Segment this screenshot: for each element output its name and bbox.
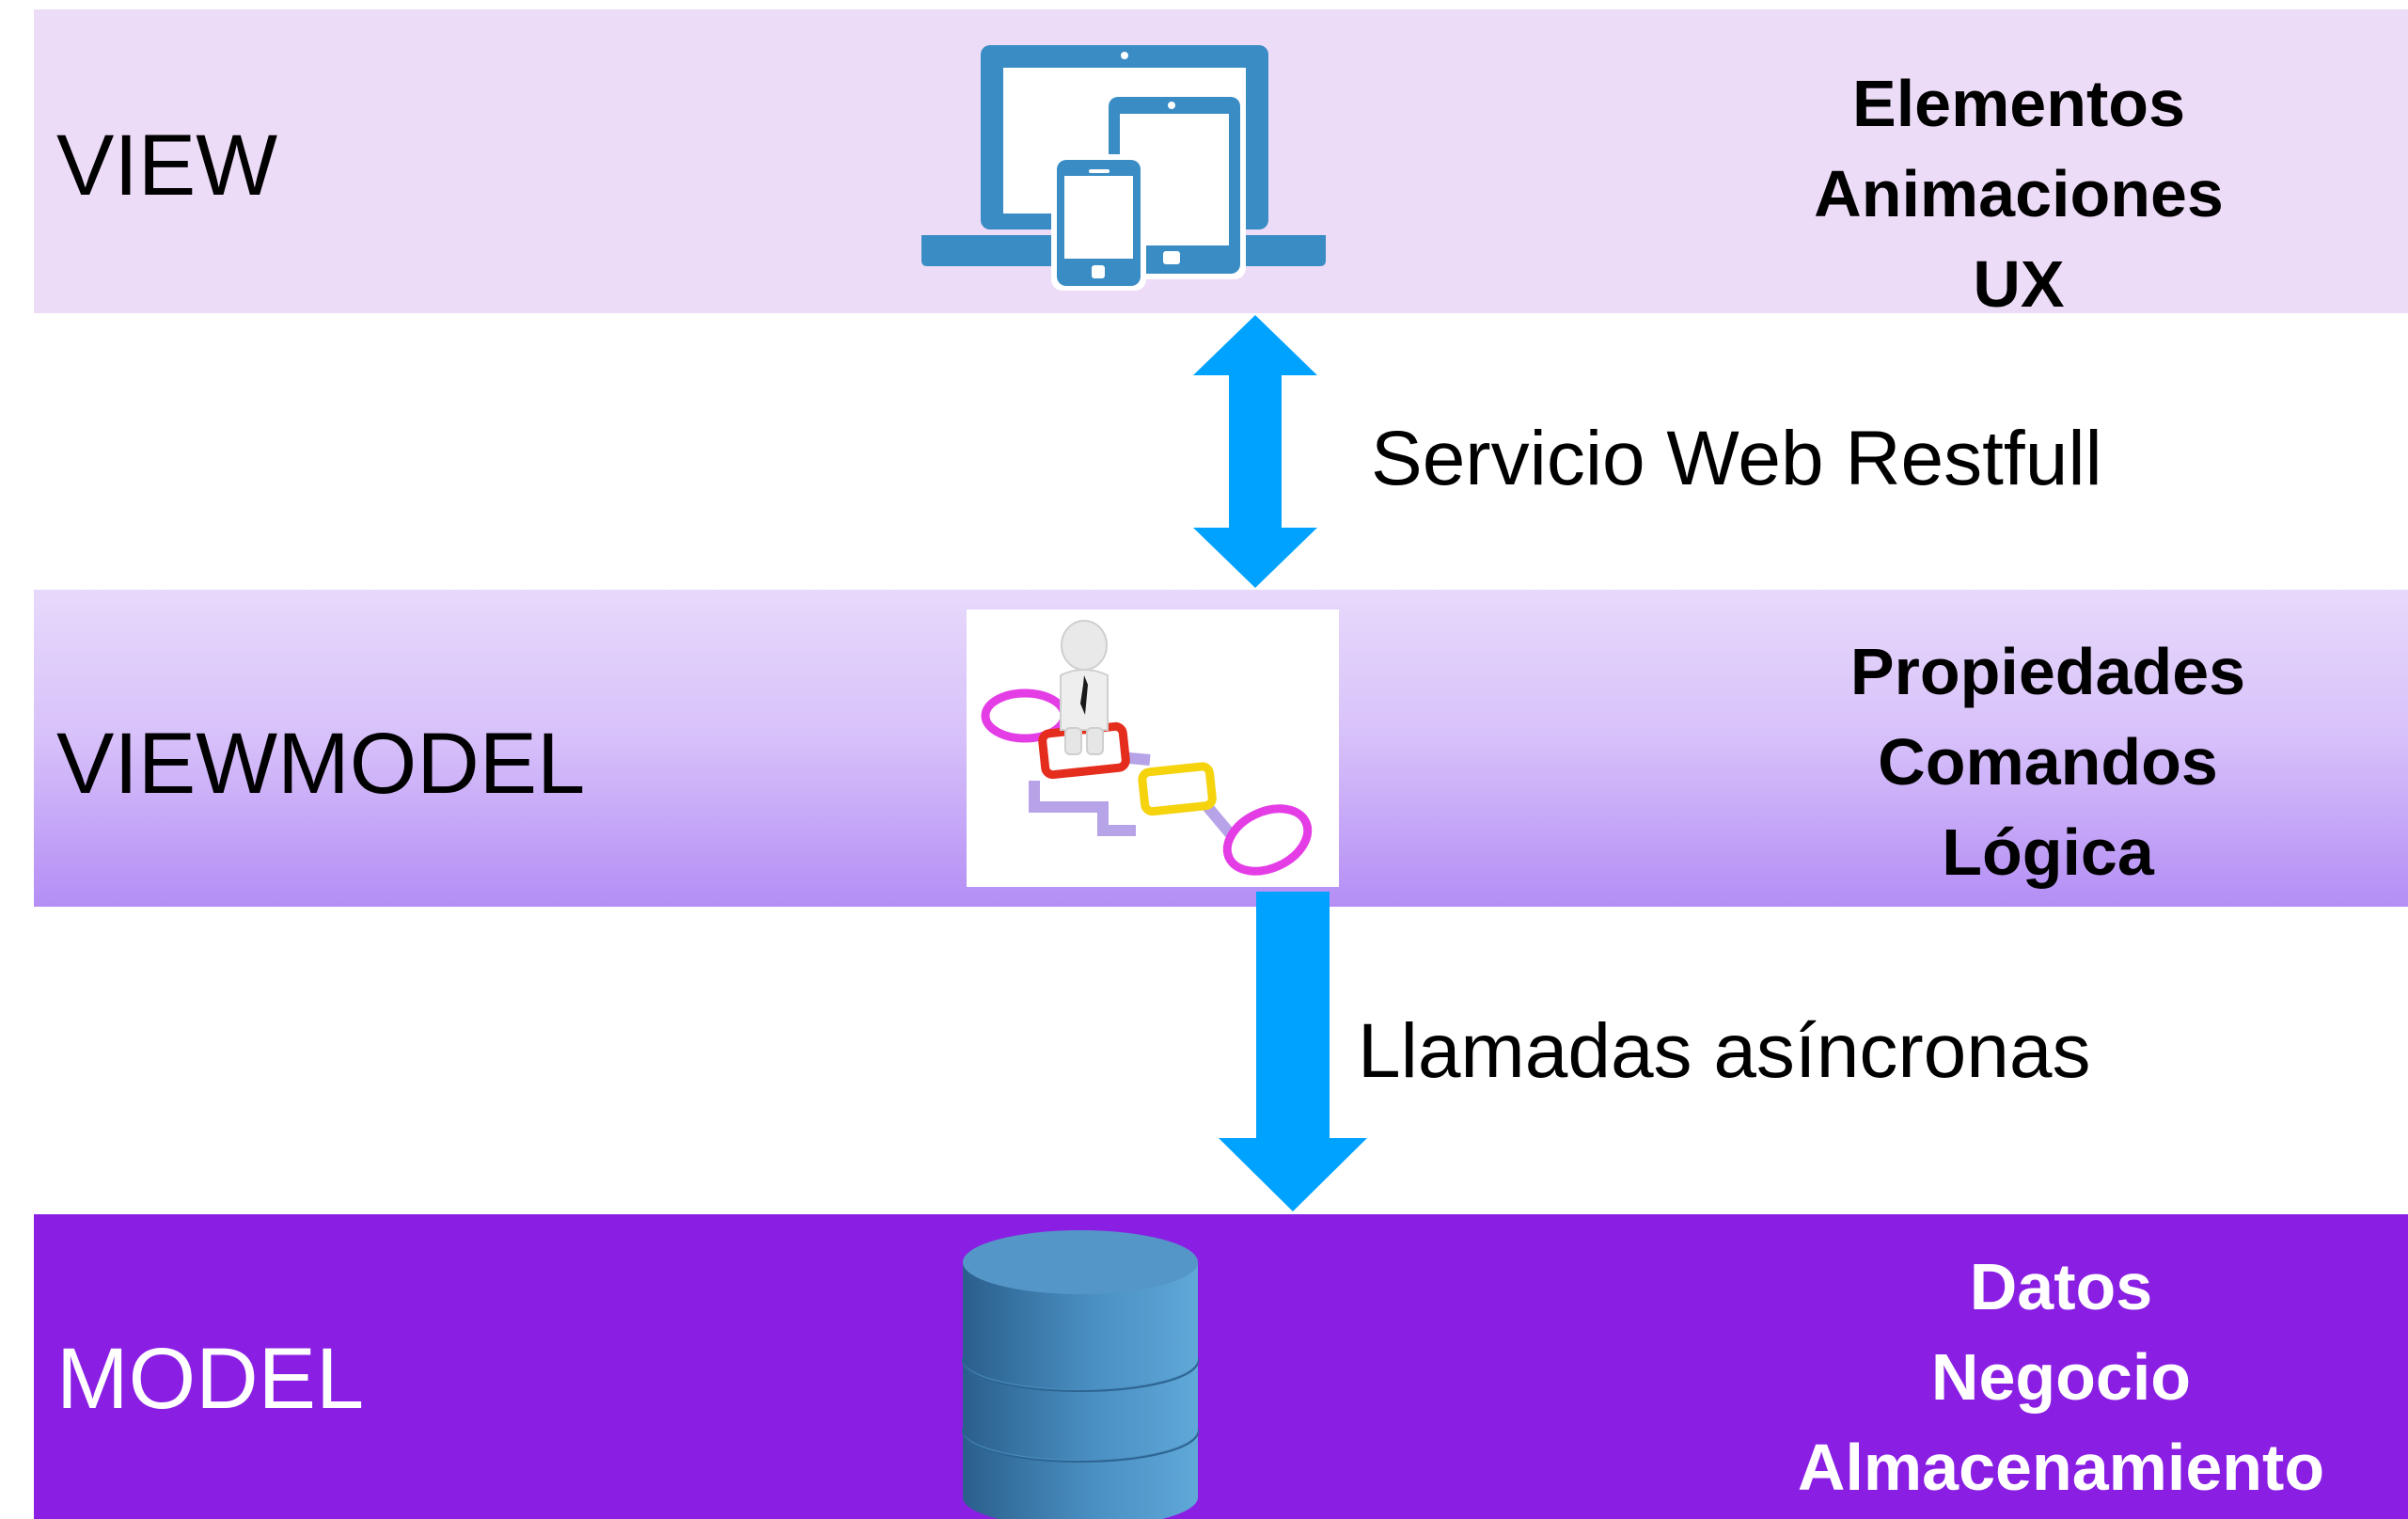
view-feature-item: Elementos — [1852, 67, 2185, 140]
model-feature-list: Datos Negocio Almacenamiento — [1723, 1242, 2400, 1512]
view-feature-list: Elementos Animaciones UX — [1680, 58, 2357, 329]
person-flowchart-icon — [967, 609, 1339, 887]
viewmodel-feature-item: Propiedades — [1849, 635, 2246, 708]
model-layer-title: MODEL — [56, 1331, 365, 1427]
devices-icon — [921, 45, 1326, 291]
viewmodel-model-connector-label: Llamadas asíncronas — [1358, 1008, 2091, 1094]
viewmodel-layer-title: VIEWMODEL — [56, 716, 586, 812]
view-feature-item: UX — [1973, 247, 2065, 321]
view-layer-title: VIEW — [56, 118, 278, 214]
bidirectional-arrow-icon — [1193, 315, 1317, 588]
model-feature-item: Almacenamiento — [1797, 1431, 2325, 1504]
viewmodel-feature-item: Comandos — [1878, 725, 2218, 799]
view-viewmodel-connector-label: Servicio Web Restfull — [1371, 416, 2102, 501]
viewmodel-feature-list: Propiedades Comandos Lógica — [1709, 626, 2386, 897]
database-icon — [962, 1230, 1199, 1519]
down-arrow-icon — [1219, 892, 1367, 1211]
model-layer — [34, 1214, 2408, 1519]
view-feature-item: Animaciones — [1814, 157, 2224, 230]
model-feature-item: Datos — [1969, 1250, 2153, 1323]
viewmodel-feature-item: Lógica — [1942, 815, 2154, 889]
model-feature-item: Negocio — [1930, 1340, 2192, 1414]
